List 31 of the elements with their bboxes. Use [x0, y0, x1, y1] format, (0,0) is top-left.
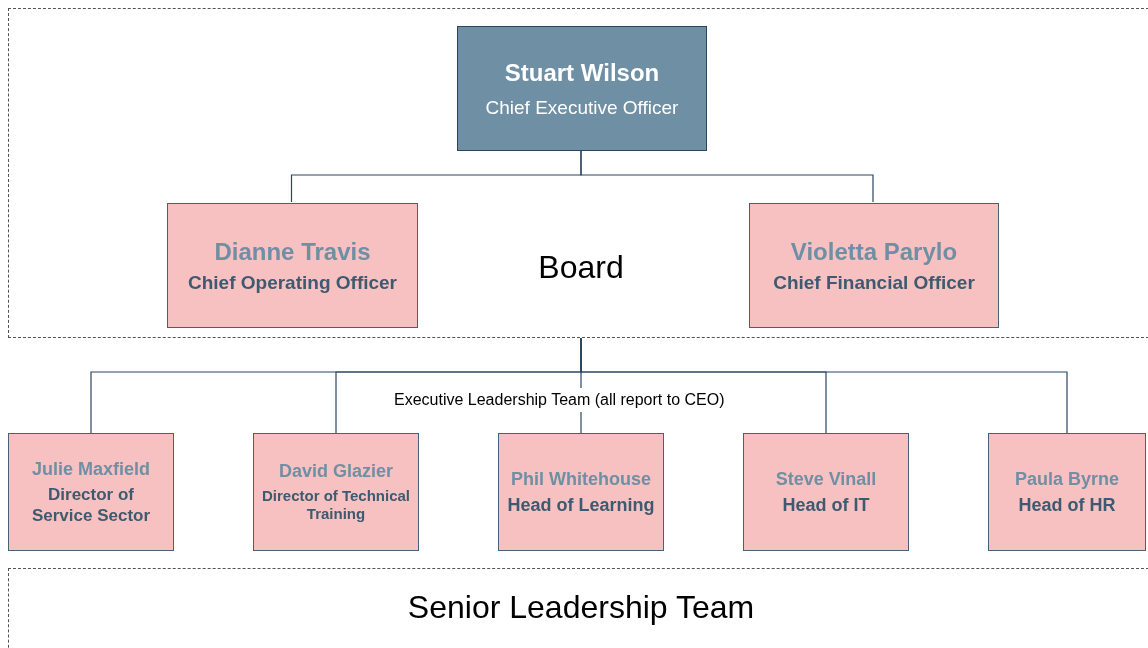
dashed-group-region: [8, 568, 1148, 648]
dashed-group-region: [8, 8, 1148, 338]
job-title: Chief Financial Officer: [773, 270, 975, 295]
person-name: Dianne Travis: [214, 236, 371, 267]
person-name: Violetta Parylo: [790, 236, 958, 267]
job-title: Chief Executive Officer: [485, 95, 679, 120]
job-title: Head of HR: [1018, 494, 1116, 517]
person-name: Paula Byrne: [1014, 467, 1119, 490]
person-box: [253, 433, 419, 551]
person-name: Stuart Wilson: [504, 57, 660, 88]
person-box: [498, 433, 664, 551]
person-box: [167, 203, 418, 328]
person-box: [8, 433, 174, 551]
person-name: Phil Whitehouse: [511, 467, 651, 490]
job-title: Head of IT: [782, 494, 870, 517]
person-box: [457, 26, 707, 151]
job-title: Head of Learning: [507, 494, 655, 517]
job-title: Chief Operating Officer: [188, 270, 397, 295]
person-box: [743, 433, 909, 551]
group-title: Senior Leadership Team: [407, 591, 755, 623]
person-box: [988, 433, 1146, 551]
person-box: [749, 203, 999, 328]
connector-line: [580, 149, 874, 203]
person-name: Julie Maxfield: [31, 457, 150, 480]
person-name: David Glazier: [278, 460, 393, 483]
connector-line: [580, 337, 1068, 434]
group-title: Board: [538, 251, 624, 283]
job-title: Director of Technical Training: [260, 486, 412, 524]
team-label: Executive Leadership Team (all report to CEO): [392, 388, 727, 412]
job-title: Director of Service Sector: [30, 484, 152, 527]
person-name: Steve Vinall: [775, 467, 877, 490]
